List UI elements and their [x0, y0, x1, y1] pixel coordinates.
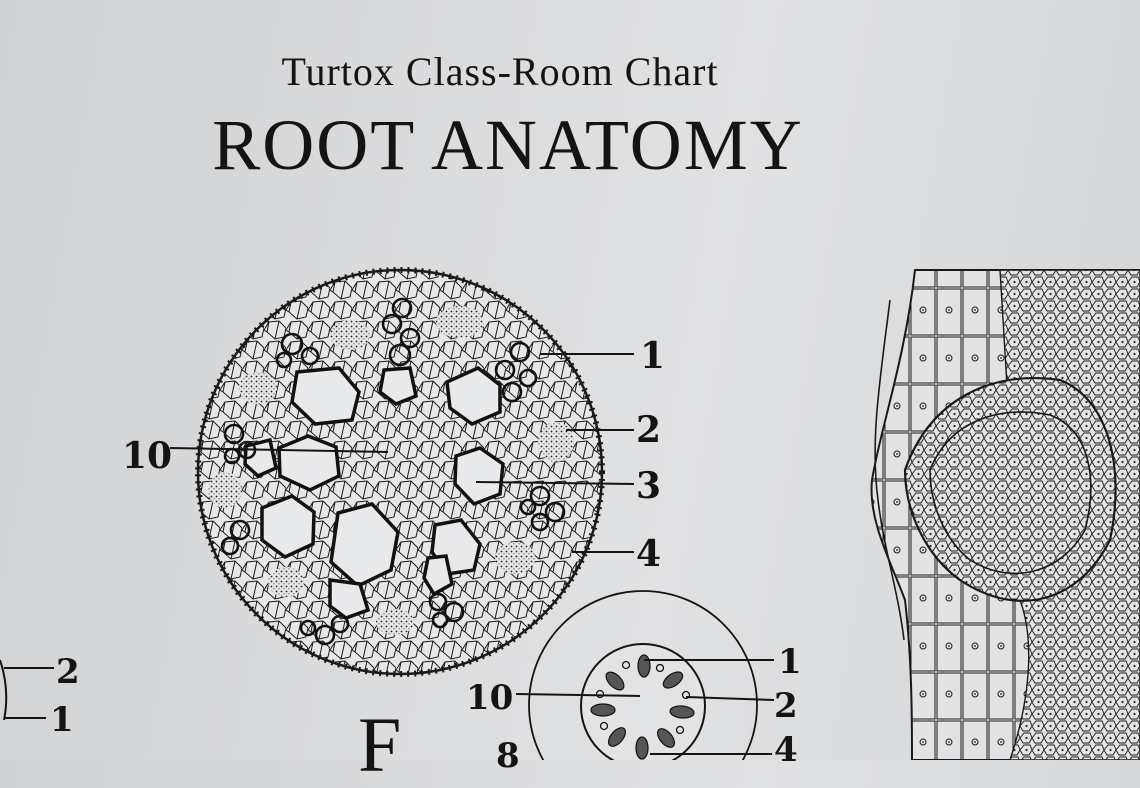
left-partial-figure: [0, 659, 54, 721]
small-label-2: 2: [774, 686, 798, 726]
small-label-10: 10: [466, 678, 514, 718]
figure-letter: F: [358, 701, 402, 788]
small-label-8: 8: [496, 736, 520, 776]
root-cross-section: [169, 267, 635, 677]
lateral-root-primordium: [903, 377, 1117, 602]
label-3: 3: [636, 465, 662, 507]
epidermis-hairs: [195, 267, 605, 677]
lateral-root-section: [870, 269, 1140, 760]
label-4: 4: [636, 533, 662, 575]
leader-lines: [169, 353, 635, 553]
label-1: 1: [640, 335, 666, 377]
chart-title: ROOT ANATOMY: [212, 105, 804, 185]
left-label-1: 1: [50, 700, 74, 740]
chart-subtitle: Turtox Class-Room Chart: [281, 49, 719, 94]
left-label-2: 2: [56, 652, 80, 692]
outer-cortex-ring: [528, 590, 758, 760]
label-2: 2: [636, 409, 662, 451]
small-label-1: 1: [778, 642, 802, 682]
small-root-cross-section: [515, 590, 775, 760]
small-label-4: 4: [774, 730, 798, 770]
anatomy-illustration: [0, 267, 1140, 760]
phloem-groups: [208, 306, 574, 635]
label-10: 10: [122, 435, 173, 477]
